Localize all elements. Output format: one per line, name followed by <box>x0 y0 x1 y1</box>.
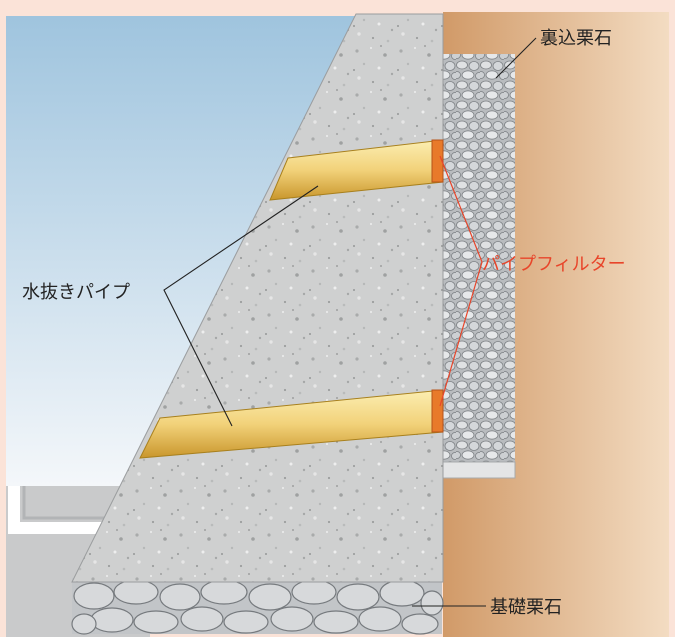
label-drain-pipe: 水抜きパイプ <box>22 282 130 303</box>
leader-drain-pipe <box>163 185 319 427</box>
label-pipe-filter: パイプフィルター <box>482 254 626 275</box>
pipe-filter-upper <box>431 139 444 183</box>
backfill-gravel <box>443 54 515 462</box>
leader-pipe-filter <box>439 155 483 407</box>
backfill-base <box>442 461 516 479</box>
label-foundation-gravel: 基礎栗石 <box>490 597 562 618</box>
foundation-stones <box>71 579 444 635</box>
label-backfill-gravel: 裏込栗石 <box>540 28 612 49</box>
pipe-filter-lower <box>431 389 444 433</box>
leader-backfill <box>495 37 537 79</box>
